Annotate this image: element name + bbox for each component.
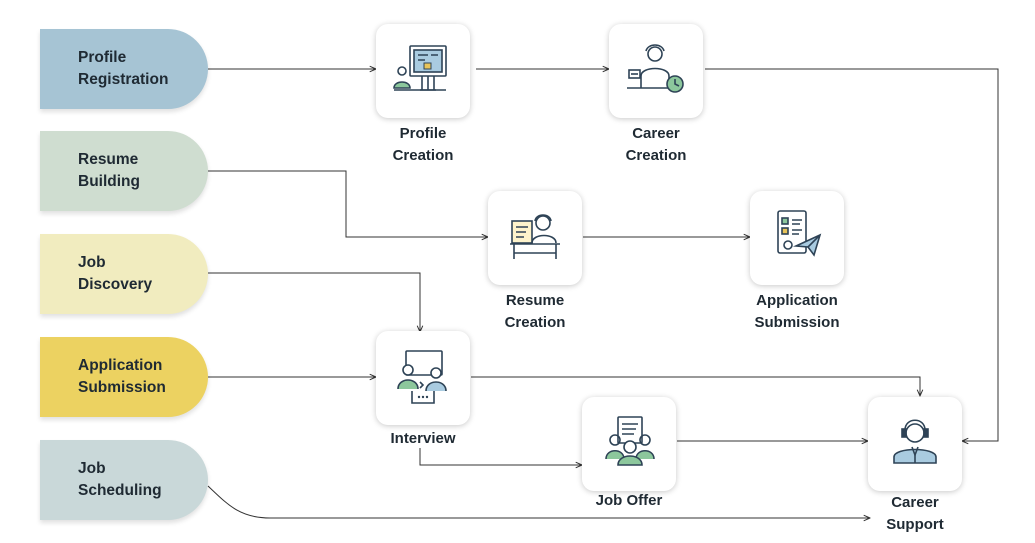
profile-screen-icon	[393, 45, 447, 91]
connector-discovery-to-interview	[208, 272, 420, 332]
node-label-resume-creation: Resume Creation	[504, 292, 566, 331]
support-agent-icon	[893, 419, 937, 464]
stage-profile-registration[interactable]: Profile Registration	[40, 29, 208, 109]
stage-job-discovery[interactable]: Job Discovery	[40, 234, 208, 314]
interview-icon	[397, 350, 447, 404]
resume-desk-icon	[510, 214, 560, 259]
connector-resume-building-to-resume	[208, 170, 488, 237]
node-resume-creation[interactable]	[488, 191, 582, 285]
node-application-submission[interactable]	[750, 191, 844, 285]
connector-interview-to-joboffer	[419, 448, 582, 465]
node-label-career-creation: Career Creation	[625, 125, 687, 164]
stage-job-scheduling[interactable]: Job Scheduling	[40, 440, 208, 520]
node-interview[interactable]	[376, 331, 470, 425]
connector-scheduling-to-support	[207, 485, 870, 518]
node-label-profile-creation: Profile Creation	[392, 125, 454, 164]
node-label-interview: Interview	[390, 430, 456, 447]
document-plane-icon	[777, 210, 822, 257]
stage-resume-building[interactable]: Resume Building	[40, 131, 208, 211]
connector-career-to-support	[705, 68, 999, 441]
stage-label: Job Discovery	[78, 254, 153, 293]
node-career-support[interactable]	[868, 397, 962, 491]
node-career-creation[interactable]	[609, 24, 703, 118]
connector-interview-to-support	[471, 376, 920, 396]
stage-application-submission[interactable]: Application Submission	[40, 337, 208, 417]
node-profile-creation[interactable]	[376, 24, 470, 118]
node-label-job-offer: Job Offer	[595, 492, 663, 509]
node-job-offer[interactable]	[582, 397, 676, 491]
node-label-application-submission: Application Submission	[754, 292, 840, 331]
stage-label: Resume Building	[78, 151, 140, 190]
node-label-career-support: Career Support	[886, 494, 944, 533]
stage-label: Application Submission	[78, 357, 166, 396]
stage-label: Profile Registration	[78, 49, 169, 88]
career-person-icon	[627, 44, 684, 93]
stage-label: Job Scheduling	[78, 460, 162, 499]
job-offer-icon	[605, 416, 655, 466]
